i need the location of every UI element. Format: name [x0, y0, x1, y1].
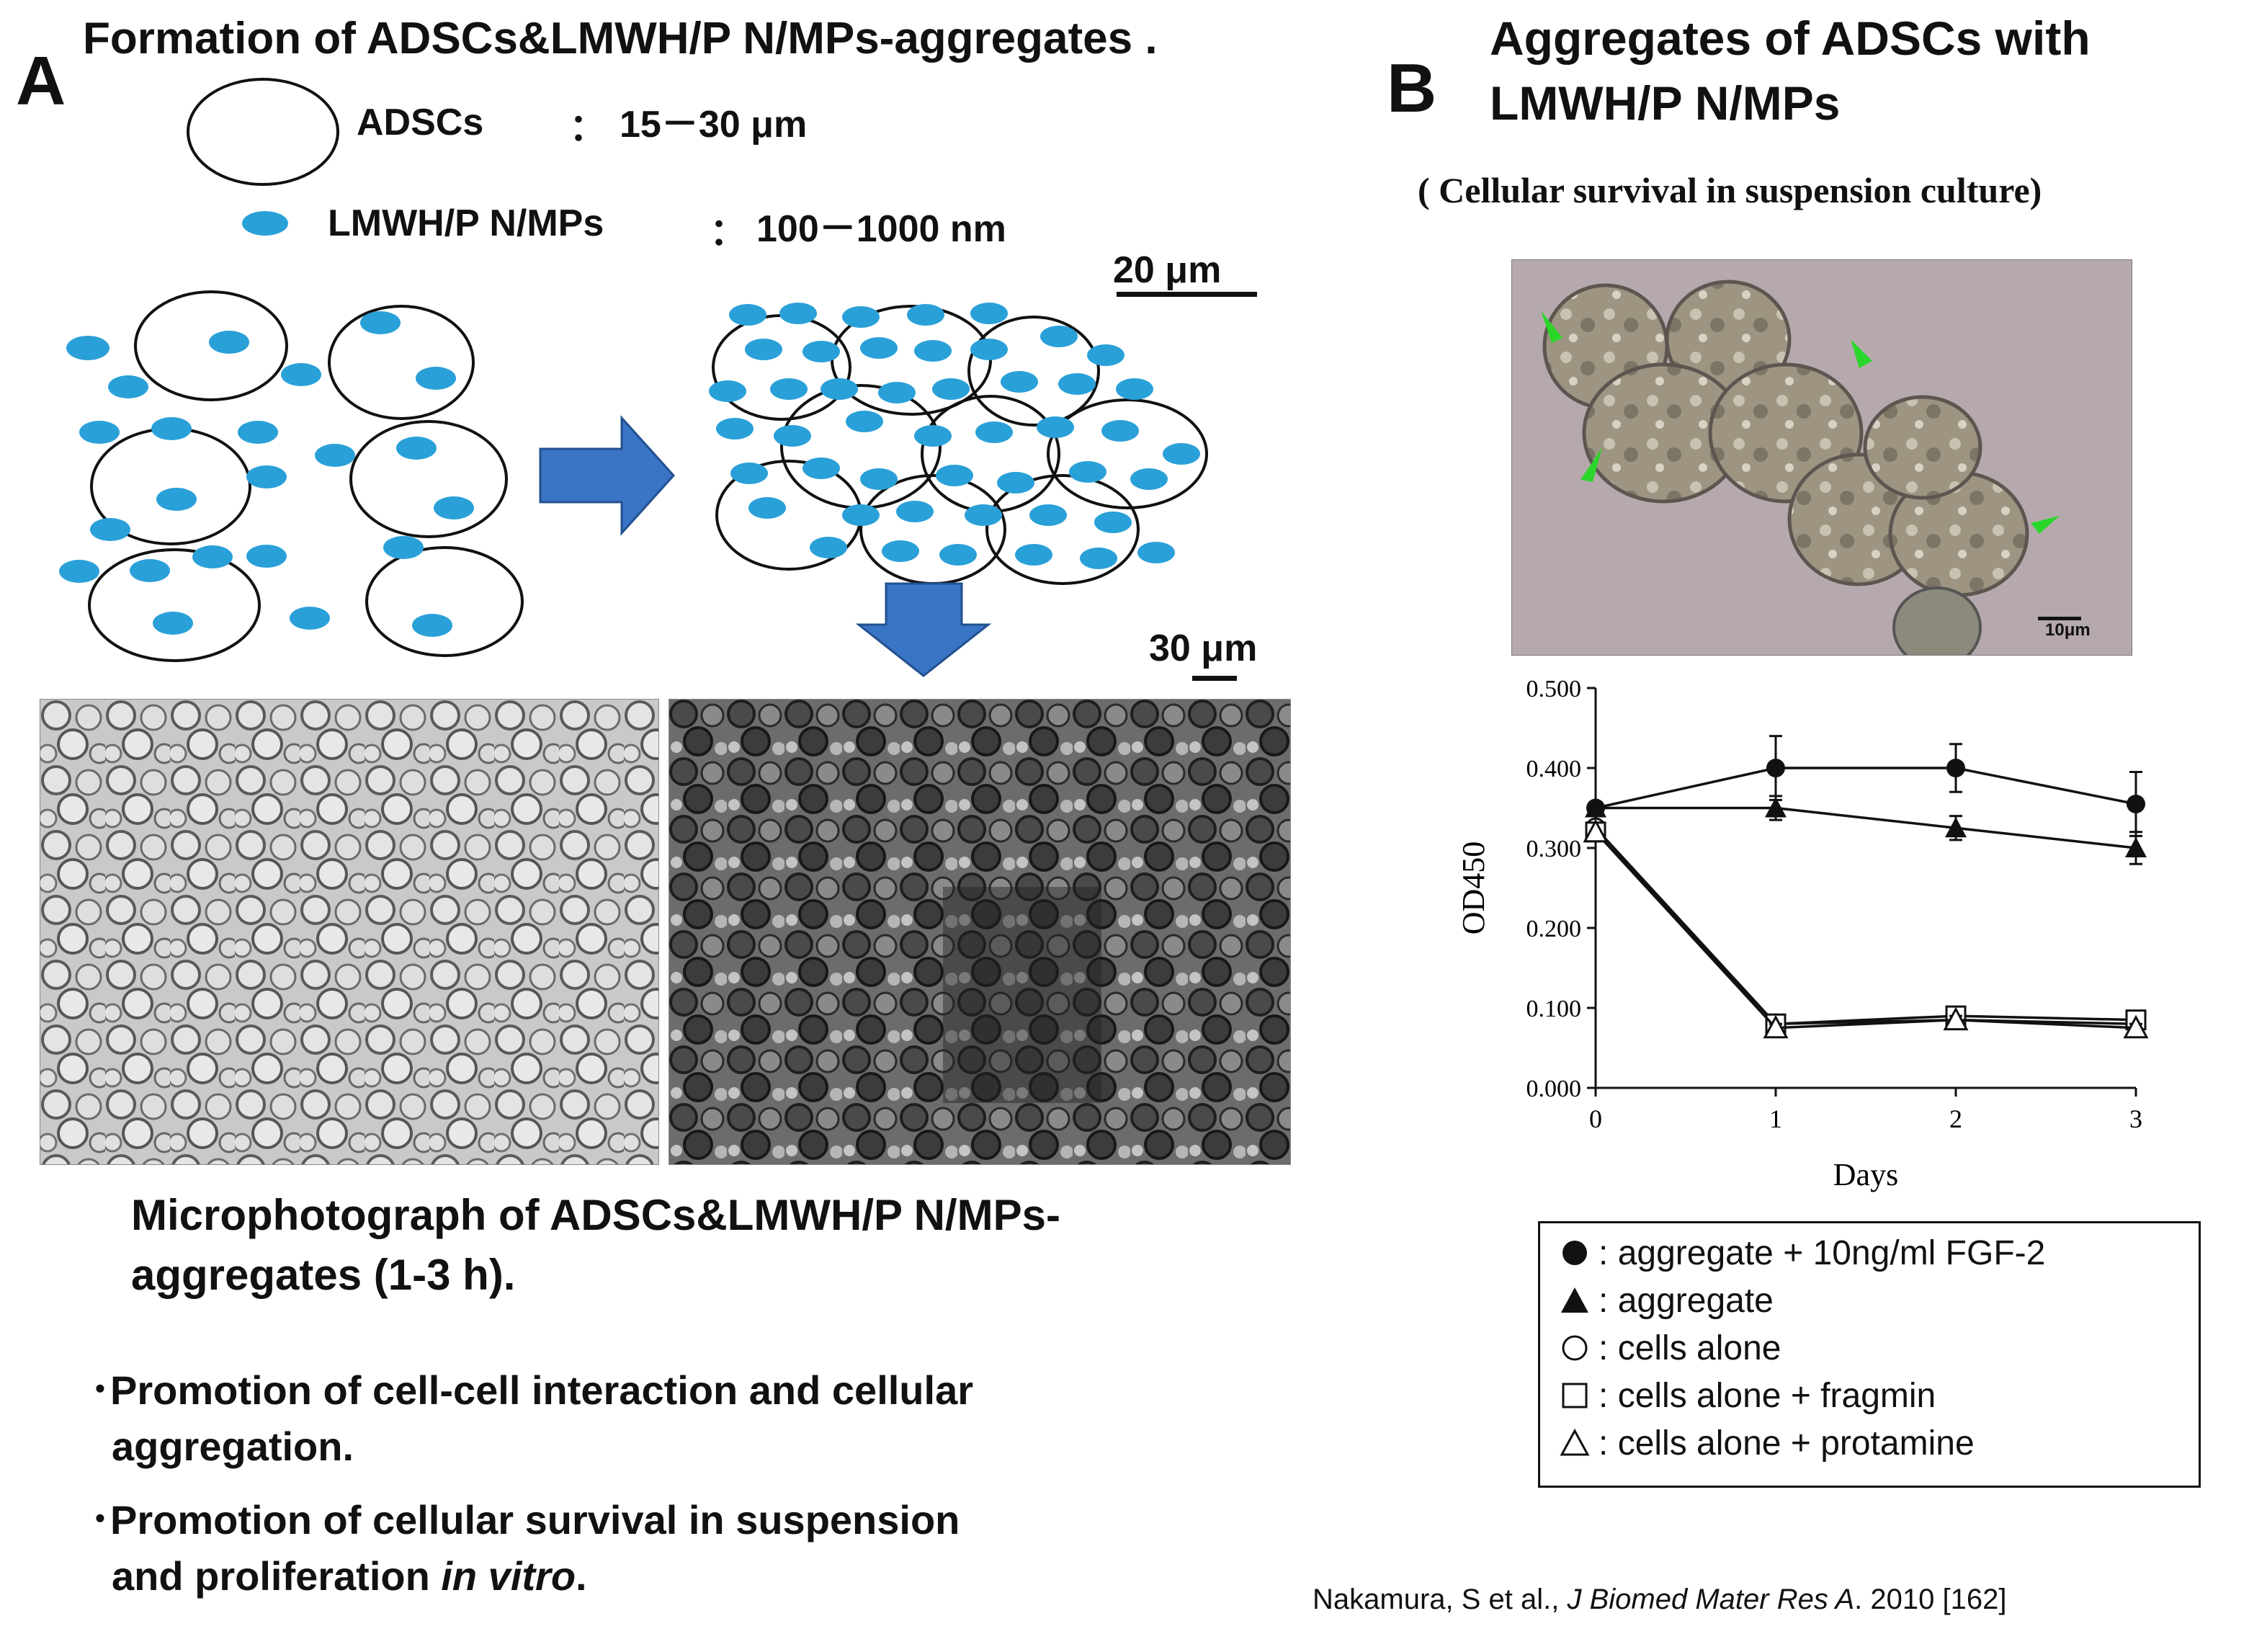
series-filled-circle — [1586, 735, 2145, 837]
legend-sep: : — [1599, 1376, 1609, 1415]
bullet-1-line2: aggregation. — [112, 1424, 354, 1469]
panel-b-subtitle: ( Cellular survival in suspension cultur… — [1418, 170, 2042, 210]
legend-adscs-name: ADSCs — [357, 102, 484, 143]
scale-bar-30um — [1192, 676, 1237, 681]
data-point — [1765, 797, 1787, 818]
legend-label-fgf2: aggregate + 10ng/ml FGF-2 — [1617, 1233, 2046, 1272]
data-point — [1585, 797, 1606, 818]
series-line — [1594, 827, 2137, 1025]
scale-label-20um: 20 μm — [1113, 249, 1222, 291]
data-point — [1943, 1006, 1969, 1031]
filled-circle-icon — [1562, 1241, 1587, 1265]
series-open-square — [1585, 821, 2147, 1035]
data-point — [2123, 1014, 2149, 1039]
panel-b-title-line2: LMWH/P N/MPs — [1490, 76, 1841, 130]
y-tick-label: 0.400 — [1526, 756, 1582, 782]
legend-sep: : — [1599, 1233, 1609, 1272]
chart-axes — [1587, 687, 2137, 1097]
x-tick-label: 0 — [1589, 1104, 1602, 1133]
data-point — [2127, 794, 2145, 813]
chart-series — [1583, 735, 2149, 1039]
series-open-triangle — [1583, 818, 2149, 1039]
legend-row-fragmin: : cells alone + fragmin — [1558, 1372, 2199, 1419]
scale-bar-20um — [1117, 292, 1257, 297]
series-line — [1596, 806, 2137, 849]
panel-a-title: Formation of ADSCs&LMWH/P N/MPs-aggregat… — [83, 14, 1158, 63]
legend-adscs-sep: ： — [569, 107, 607, 149]
panel-b-title-line1: Aggregates of ADSCs with — [1490, 12, 2091, 65]
legend-label-cells-alone: cells alone — [1617, 1329, 1781, 1367]
legend-row-cells-alone: : cells alone — [1558, 1324, 2199, 1372]
legend-row-fgf2: : aggregate + 10ng/ml FGF-2 — [1558, 1229, 2199, 1277]
data-point — [1763, 1014, 1789, 1039]
micrograph-scale-label: 10μm — [2045, 620, 2091, 640]
open-square-icon — [1562, 1383, 1588, 1408]
data-point — [1945, 817, 1967, 838]
data-point — [1766, 759, 1785, 777]
y-tick-label: 0.200 — [1526, 916, 1582, 942]
micrograph-caption-line2: aggregates (1-3 h). — [131, 1251, 516, 1299]
legend-particles-name: LMWH/P N/MPs — [328, 202, 604, 244]
panel-a-letter: A — [16, 43, 66, 120]
citation: Nakamura, S et al., J Biomed Mater Res A… — [1313, 1584, 2007, 1615]
legend-sep: : — [1599, 1329, 1609, 1367]
series-line — [1594, 831, 2137, 1025]
micrograph-caption-line1: Microphotograph of ADSCs&LMWH/P N/MPs- — [131, 1191, 1060, 1239]
x-tick-label: 3 — [2129, 1104, 2142, 1133]
down-arrow-icon — [855, 582, 992, 677]
open-circle-icon — [1562, 1335, 1588, 1361]
dispersed-cells-diagram — [59, 290, 524, 662]
y-tick-label: 0.300 — [1526, 836, 1582, 862]
micrograph-dispersed-cells — [40, 699, 659, 1165]
series-line — [1594, 831, 2137, 1030]
x-tick-label: 2 — [1949, 1104, 1962, 1133]
cell-legend-icon — [187, 78, 339, 186]
x-tick-label: 1 — [1769, 1104, 1782, 1133]
legend-particles-sep: ： — [710, 212, 748, 254]
x-axis-title: Days — [1833, 1157, 1898, 1192]
open-triangle-icon — [1560, 1428, 1590, 1456]
legend-adscs-size: 15－30 μm — [620, 104, 808, 146]
legend-particles-size: 100－1000 nm — [756, 208, 1006, 250]
panel-b-letter: B — [1387, 50, 1437, 127]
micrograph-aggregate: 10μm — [1511, 259, 2132, 656]
legend-label-aggregate: aggregate — [1617, 1281, 1774, 1320]
bullet-2-line2: and proliferation in vitro. — [112, 1553, 587, 1599]
y-tick-label: 0.000 — [1526, 1076, 1582, 1102]
bullet-1-line1: ･Promotion of cell-cell interaction and … — [90, 1367, 974, 1413]
y-tick-label: 0.500 — [1526, 676, 1582, 702]
legend-sep: : — [1599, 1424, 1609, 1463]
series-filled-triangle — [1585, 795, 2147, 865]
filled-triangle-icon — [1561, 1287, 1588, 1313]
aggregate-cells-diagram — [709, 303, 1208, 585]
legend-sep: : — [1599, 1281, 1609, 1320]
bullet-2-line1: ･Promotion of cellular survival in suspe… — [90, 1497, 960, 1542]
right-arrow-icon — [539, 415, 676, 536]
y-tick-label: 0.100 — [1526, 996, 1582, 1022]
data-point — [2125, 837, 2147, 857]
data-point — [1946, 759, 1965, 777]
series-open-circle — [1585, 817, 2147, 1035]
series-line — [1595, 767, 2137, 810]
legend-row-aggregate: : aggregate — [1558, 1277, 2199, 1324]
chart-legend: : aggregate + 10ng/ml FGF-2 : aggregate … — [1538, 1221, 2201, 1488]
scale-label-30um: 30 μm — [1149, 628, 1258, 669]
legend-label-protamine: cells alone + protamine — [1617, 1424, 1975, 1463]
micrograph-aggregated-cells — [669, 699, 1291, 1165]
particle-legend-icon — [242, 211, 288, 236]
legend-row-protamine: : cells alone + protamine — [1558, 1419, 2199, 1467]
y-axis-title: OD450 — [1456, 841, 1491, 935]
legend-label-fragmin: cells alone + fragmin — [1617, 1376, 1936, 1415]
data-point — [1583, 818, 1609, 843]
